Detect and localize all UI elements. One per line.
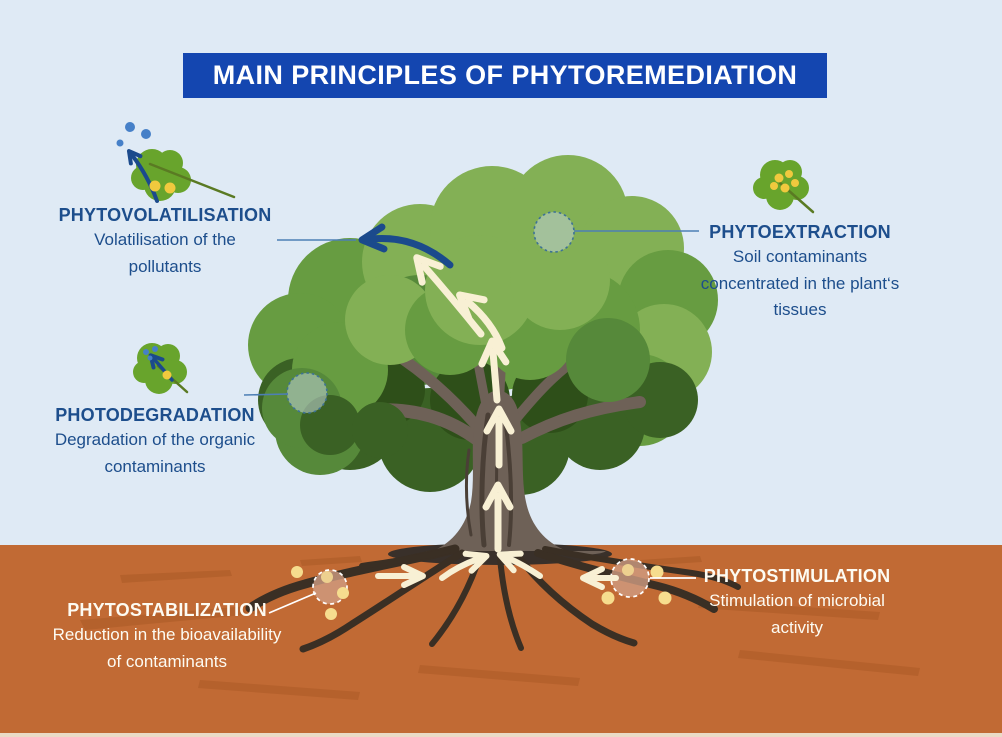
volatilisation-arrow: [358, 223, 454, 269]
phytostimulation-desc-line2: activity: [771, 617, 823, 637]
phytostabilization-desc-line1: Reduction in the bioavailability: [52, 625, 282, 645]
phytoextraction-desc-line1: Soil contaminants: [732, 247, 868, 267]
microbe-dots: [291, 564, 672, 620]
phytovolatilisation-heading: PHYTOVOLATILISATION: [58, 205, 272, 225]
leaf-extraction-icon: [753, 160, 815, 214]
leaf-volatilisation-icon: [116, 122, 236, 203]
phytoextraction-desc-line3: tissues: [773, 299, 827, 319]
uptake-arrows: [375, 254, 619, 590]
leaf-degradation-icon: [133, 343, 189, 394]
phytostimulation-heading: PHYTOSTIMULATION: [703, 566, 891, 586]
label-phytovolatilisation: PHYTOVOLATILISATION Volatilisation of th…: [20, 203, 310, 280]
phytoextraction-heading: PHYTOEXTRACTION: [709, 222, 891, 242]
label-photodegradation: PHOTODEGRADATION Degradation of the orga…: [10, 403, 300, 480]
vapor-dots: [116, 122, 151, 147]
photodegradation-desc-line2: contaminants: [104, 456, 206, 476]
phytostabilization-desc-line2: of contaminants: [106, 651, 227, 671]
bottom-strip: [0, 733, 1002, 737]
phytovolatilisation-desc-line1: Volatilisation of the: [94, 230, 236, 250]
label-phytoextraction: PHYTOEXTRACTION Soil contaminants concen…: [655, 220, 945, 323]
phytovolatilisation-desc-line2: pollutants: [128, 256, 202, 276]
phytostabilization-heading: PHYTOSTABILIZATION: [67, 600, 267, 620]
canopy-marker: [286, 211, 575, 414]
connector-lines: [243, 230, 699, 614]
contaminant-dots: [770, 170, 799, 193]
phytostimulation-desc-line1: Stimulation of microbial: [709, 591, 885, 611]
photodegradation-heading: PHOTODEGRADATION: [55, 405, 255, 425]
phytoextraction-desc-line2: concentrated in the plant‘s: [700, 273, 900, 293]
soil-furrows: [80, 548, 920, 700]
degraded-dots: [143, 346, 158, 361]
soil-microbe-marker: [291, 558, 672, 620]
title-banner: MAIN PRINCIPLES OF PHYTOREMEDIATION: [183, 53, 827, 98]
photodegradation-desc-line1: Degradation of the organic: [54, 430, 256, 450]
label-phytostimulation: PHYTOSTIMULATION Stimulation of microbia…: [652, 564, 942, 641]
label-phytostabilization: PHYTOSTABILIZATION Reduction in the bioa…: [7, 598, 327, 675]
page-title: MAIN PRINCIPLES OF PHYTOREMEDIATION: [212, 60, 798, 90]
